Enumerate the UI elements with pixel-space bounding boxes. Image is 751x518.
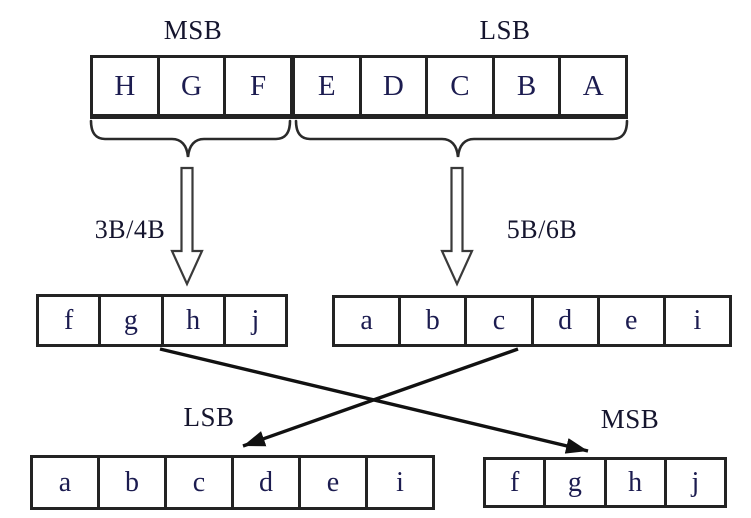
bit-cell-d: d: [530, 298, 597, 344]
msb-group-brace-icon: [89, 119, 292, 158]
down-arrow-3b4b-icon: [170, 166, 204, 287]
cross-arrow-to-msb-icon: [159, 347, 589, 454]
bit-cell-a: a: [360, 305, 373, 336]
bit-cell-d: d: [231, 458, 298, 507]
bit-cell-g: g: [543, 460, 603, 505]
bit-cell-j: j: [663, 460, 724, 505]
label-msb-bottom: MSB: [600, 404, 660, 434]
bit-cell-B: B: [491, 58, 559, 114]
bit-cell-F: F: [223, 58, 290, 114]
bit-cell-A: A: [558, 58, 625, 114]
label-encoder-3b4b: 3B/4B: [94, 215, 166, 244]
bit-cell-G: G: [156, 58, 224, 114]
lsb-group-brace-icon: [294, 119, 629, 158]
label-lsb-bottom: LSB: [183, 402, 235, 432]
bit-cell-c: c: [164, 458, 231, 507]
bit-cell-H: H: [114, 69, 136, 102]
bit-cell-f: f: [63, 304, 74, 336]
bit-cell-h: h: [603, 460, 664, 505]
label-lsb-top: LSB: [479, 15, 531, 45]
bit-cell-E: E: [289, 58, 359, 114]
bit-cell-g: g: [98, 297, 160, 344]
label-encoder-5b6b: 5B/6B: [506, 215, 578, 244]
bit-cell-i: i: [662, 298, 729, 344]
cross-arrow-to-lsb-icon: [242, 347, 519, 448]
bit-cell-b: b: [97, 458, 164, 507]
bit-cell-f: f: [509, 466, 520, 498]
bit-cell-a: a: [58, 466, 72, 498]
bit-cell-b: b: [398, 298, 464, 344]
bit-cell-c: c: [464, 298, 530, 344]
bit-cell-D: D: [358, 58, 426, 114]
bit-cell-i: i: [365, 458, 432, 507]
bit-cell-e: e: [596, 298, 663, 344]
down-arrow-5b6b-icon: [440, 166, 474, 287]
bit-cell-e: e: [298, 458, 365, 507]
bit-cell-h: h: [160, 297, 223, 344]
label-msb-top: MSB: [163, 15, 223, 45]
bit-cell-C: C: [425, 58, 492, 114]
bit-cell-j: j: [222, 297, 285, 344]
